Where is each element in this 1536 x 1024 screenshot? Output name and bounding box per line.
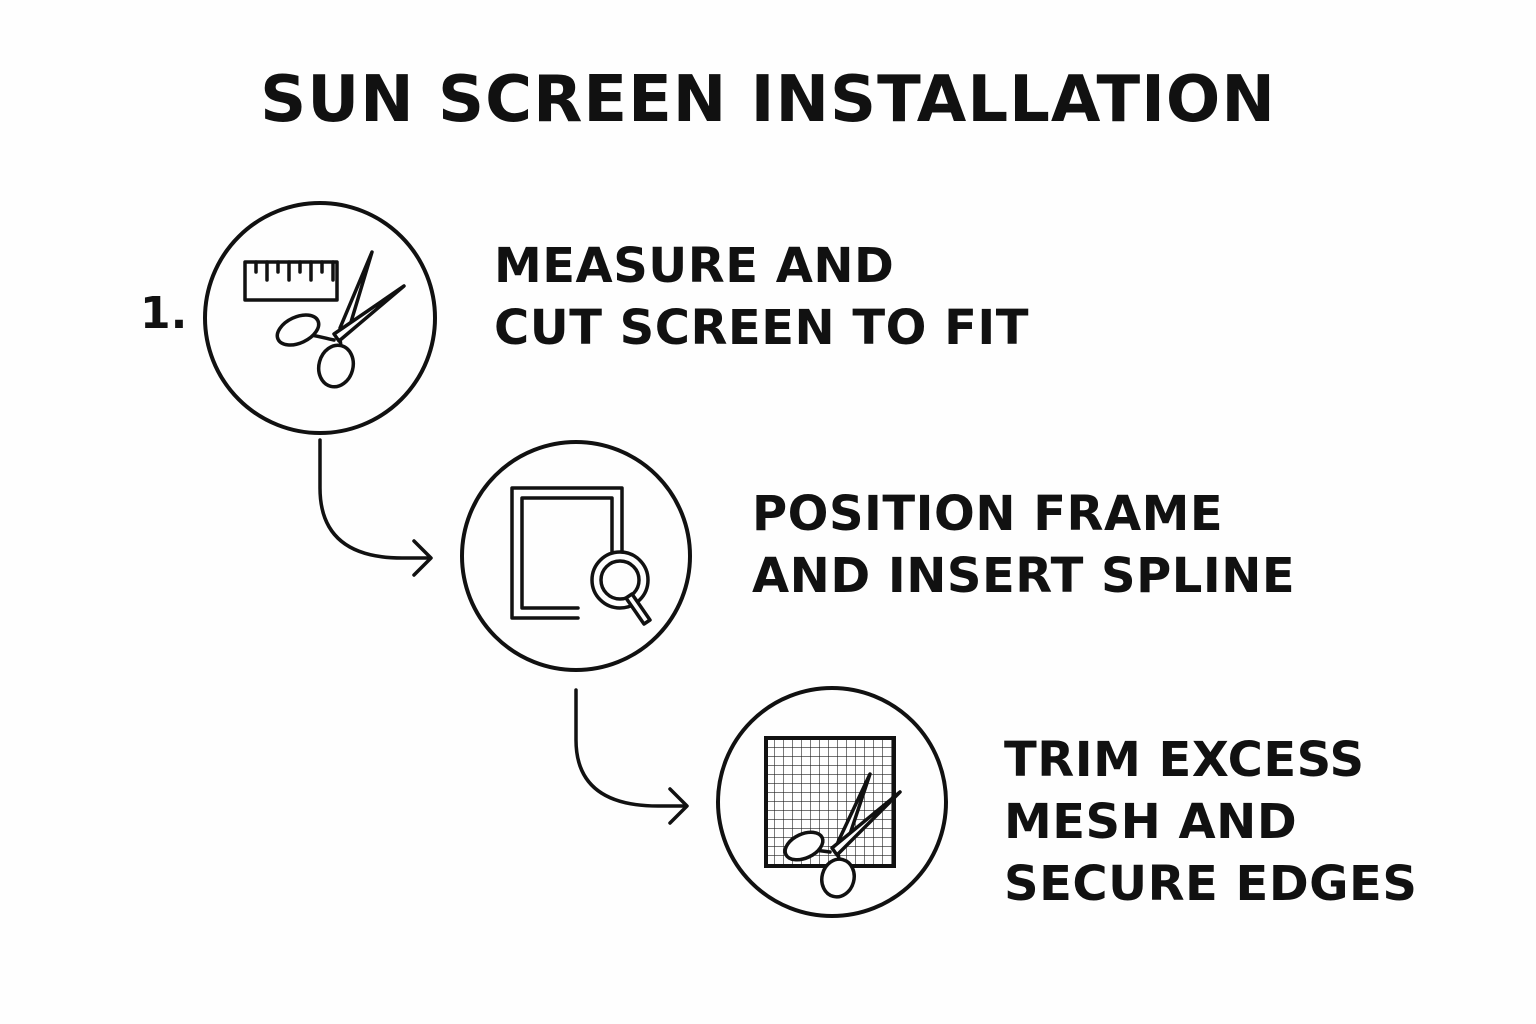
scissors-icon	[275, 250, 406, 389]
step-1-label-line: MEASURE AND	[494, 238, 895, 294]
step-2-label-line: AND INSERT SPLINE	[752, 548, 1296, 604]
step-3-label-line: TRIM EXCESS	[1004, 732, 1365, 788]
step-2-label: POSITION FRAME AND INSERT SPLINE	[752, 483, 1295, 607]
step-1-label: MEASURE AND CUT SCREEN TO FIT	[494, 235, 1029, 359]
ruler-scissors-icon	[243, 250, 406, 389]
step-3-label: TRIM EXCESS MESH AND SECURE EDGES	[1004, 729, 1417, 915]
frame-icon	[510, 486, 624, 620]
frame-magnifier-icon	[510, 486, 652, 626]
step-1-number: 1.	[140, 288, 188, 339]
step-2-label-line: POSITION FRAME	[752, 486, 1224, 542]
scissors-icon	[783, 772, 902, 899]
ruler-icon	[243, 260, 339, 302]
page-title: SUN SCREEN INSTALLATION	[260, 63, 1276, 137]
flow-arrow-1	[318, 438, 433, 577]
step-2-circle	[460, 440, 692, 672]
step-3-circle	[716, 686, 948, 918]
magnifier-icon	[590, 550, 652, 626]
step-1-label-line: CUT SCREEN TO FIT	[494, 300, 1030, 356]
step-1-circle	[203, 201, 437, 435]
step-3-label-line: MESH AND	[1004, 794, 1298, 850]
mesh-scissors-icon	[764, 736, 902, 899]
step-3-label-line: SECURE EDGES	[1004, 856, 1418, 912]
flow-arrow-2	[574, 688, 689, 825]
